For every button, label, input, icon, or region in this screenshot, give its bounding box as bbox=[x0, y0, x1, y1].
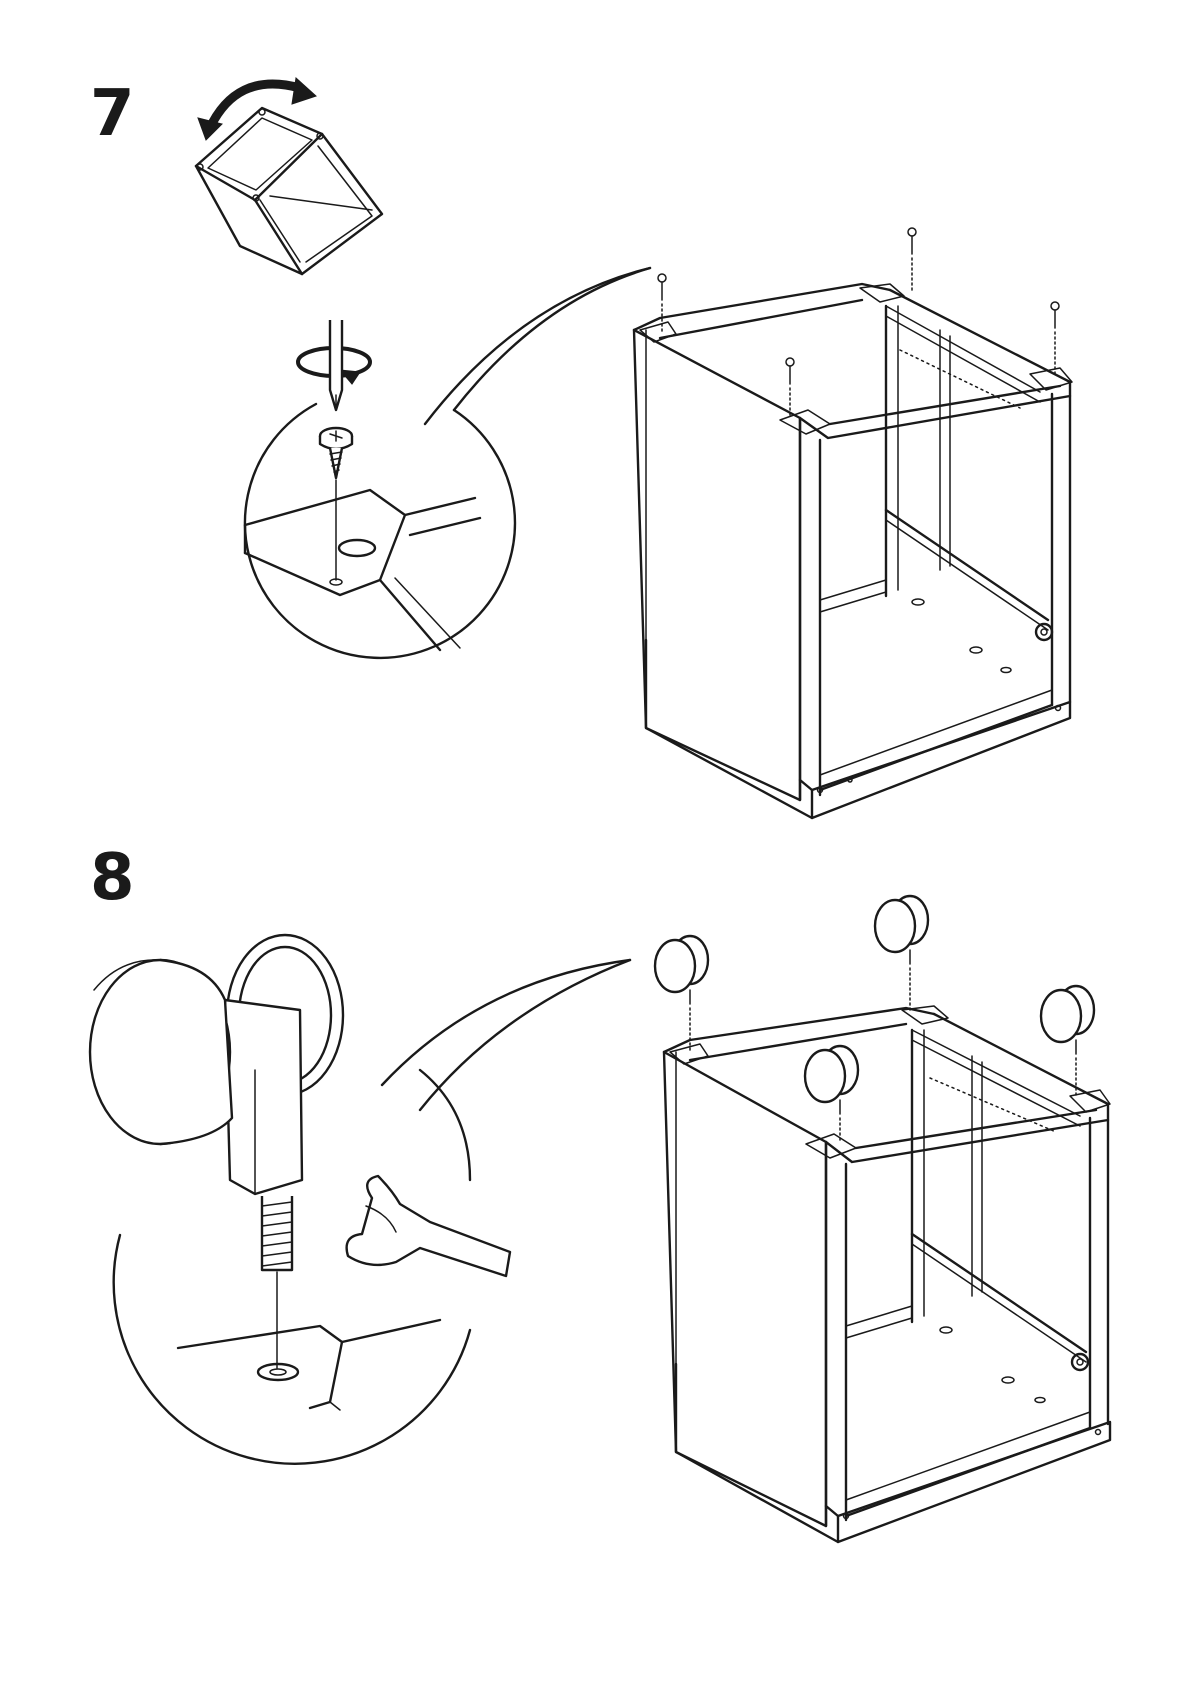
caster-marker bbox=[875, 896, 928, 1010]
small-cabinet-frame-flipped bbox=[196, 108, 382, 274]
caster-marker bbox=[1041, 986, 1094, 1096]
cabinet-frame-step-7 bbox=[634, 284, 1072, 818]
curved-rotate-arrow-icon bbox=[198, 78, 316, 140]
screw-icon bbox=[320, 428, 352, 580]
caster-markers-step-8 bbox=[655, 896, 1094, 1142]
detail-magnifier-step-7 bbox=[245, 268, 650, 658]
screw-markers-step-7 bbox=[658, 228, 1059, 418]
caster-marker bbox=[805, 1046, 858, 1142]
screwdriver-icon bbox=[330, 320, 342, 410]
cabinet-frame-step-8 bbox=[664, 1006, 1110, 1542]
caster-wheel-icon bbox=[90, 935, 343, 1368]
caster-marker bbox=[655, 936, 708, 1052]
wrench-icon bbox=[347, 1176, 510, 1276]
